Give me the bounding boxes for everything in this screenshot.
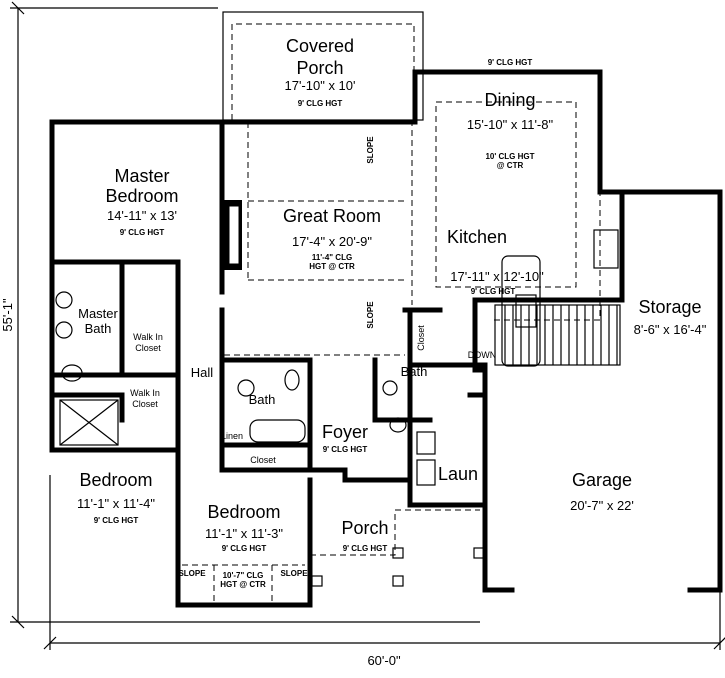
width-dimension: 60'-0"	[367, 653, 401, 668]
ceiling-height: HGT @ CTR	[309, 262, 355, 271]
room-size: 8'-6" x 16'-4"	[634, 322, 707, 337]
room-name: Master	[114, 166, 169, 186]
room-name: Bedroom	[207, 502, 280, 522]
room-name: Foyer	[322, 422, 368, 442]
room-size: 20'-7" x 22'	[570, 498, 634, 513]
slope-label: SLOPE	[366, 301, 375, 329]
ceiling-height: 10'-7" CLG	[223, 571, 264, 580]
ceiling-height: 9' CLG HGT	[343, 544, 388, 553]
room-size: 14'-11" x 13'	[107, 208, 177, 223]
washer-icon	[416, 459, 436, 486]
stairs	[494, 304, 621, 366]
room-name: Dining	[484, 90, 535, 110]
porch-posts	[311, 547, 485, 587]
dryer-icon	[416, 431, 436, 455]
sink-icon	[55, 321, 73, 339]
depth-dimension: 55'-1"	[0, 298, 15, 332]
room-name: Garage	[572, 470, 632, 490]
ceiling-height: 9' CLG HGT	[298, 99, 343, 108]
toilet-icon	[284, 369, 300, 391]
room-name: Bath	[85, 321, 112, 336]
room-name: Bedroom	[105, 186, 178, 206]
room-name: Closet	[132, 399, 158, 409]
room-name: Bath	[401, 364, 428, 379]
toilet-icon	[61, 364, 83, 382]
room-name: Covered	[286, 36, 354, 56]
room-size: 17'-10" x 10'	[284, 78, 355, 93]
room-name: Closet	[135, 343, 161, 353]
ceiling-height: 10' CLG HGT	[485, 152, 534, 161]
slope-label: SLOPE	[280, 569, 308, 578]
ceiling-height: 9' CLG HGT	[323, 445, 368, 454]
interior-walls	[49, 119, 443, 568]
room-name: Hall	[191, 365, 214, 380]
room-name: Great Room	[283, 206, 381, 226]
room-name: Linen	[221, 431, 243, 441]
room-size: 15'-10" x 11'-8"	[467, 117, 554, 132]
room-name: Walk In	[133, 332, 163, 342]
ceiling-height: @ CTR	[497, 161, 524, 170]
room-size: 17'-11" x 12'-10"	[450, 269, 544, 284]
room-size: 11'-1" x 11'-3"	[205, 526, 283, 541]
room-name: Closet	[250, 455, 276, 465]
ceiling-height: 9' CLG HGT	[222, 544, 267, 553]
ceiling-height: 9' CLG HGT	[120, 228, 165, 237]
dimension-lines	[10, 1, 725, 650]
ceiling-outlines	[182, 101, 601, 605]
sink-icon	[382, 380, 398, 396]
room-name: Master	[78, 306, 118, 321]
ceiling-height: 9' CLG HGT	[471, 287, 516, 296]
room-name: Porch	[296, 58, 343, 78]
kitchen-island	[501, 229, 619, 367]
room-name: Bath	[249, 392, 276, 407]
room-name: Closet	[416, 325, 426, 351]
room-size: 17'-4" x 20'-9"	[292, 234, 372, 249]
sink-icon	[55, 291, 73, 309]
slope-label: SLOPE	[178, 569, 206, 578]
ceiling-height: 11'-4" CLG	[312, 253, 352, 262]
ceiling-height: HGT @ CTR	[220, 580, 266, 589]
ceiling-height: 9' CLG HGT	[488, 58, 533, 67]
slope-label: SLOPE	[366, 136, 375, 164]
bathtub	[249, 419, 306, 443]
room-name: Porch	[341, 518, 388, 538]
shower	[59, 399, 119, 446]
room-size: 11'-1" x 11'-4"	[77, 496, 155, 511]
room-name: Kitchen	[447, 227, 507, 247]
room-name: Laun	[438, 464, 478, 484]
toilet-icon	[389, 417, 407, 433]
ceiling-height: 9' CLG HGT	[94, 516, 139, 525]
room-name: Bedroom	[79, 470, 152, 490]
room-name: Storage	[638, 297, 701, 317]
sink-icon	[237, 379, 255, 397]
stairs-label: DOWN	[468, 350, 497, 360]
room-name: Walk In	[130, 388, 160, 398]
